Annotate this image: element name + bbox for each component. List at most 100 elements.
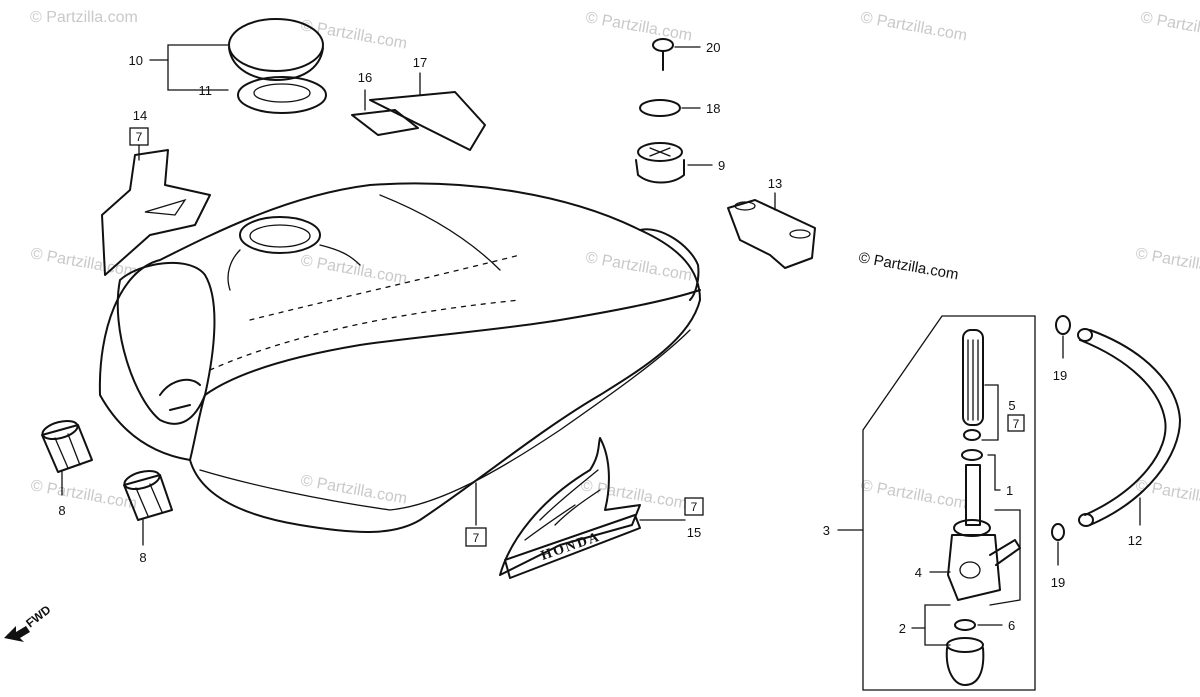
fwd-arrow: FWD	[4, 602, 54, 642]
filler-neck	[239, 216, 321, 254]
side-mark-detail	[144, 198, 187, 216]
callout-8: 8	[139, 550, 146, 565]
oring-1[interactable]	[961, 449, 983, 461]
valve-lever	[989, 539, 1021, 566]
tank-contour	[209, 299, 521, 371]
boxed-ref	[465, 527, 487, 547]
watermark: © Partzilla.com	[859, 9, 968, 44]
watermark: © Partzilla.com	[1134, 245, 1200, 280]
tank-front-cutout	[116, 261, 216, 425]
callout-6: 6	[1008, 618, 1015, 633]
watermark: © Partzilla.com	[1134, 477, 1200, 512]
bolt-head	[652, 38, 674, 52]
callout-18: 18	[706, 101, 720, 116]
fwd-label: FWD	[23, 602, 53, 630]
cap-side	[228, 47, 324, 81]
callout-17: 17	[413, 55, 427, 70]
holder-body	[635, 159, 685, 184]
watermark: © Partzilla.com	[584, 9, 693, 44]
filler-neck-inner	[249, 224, 311, 248]
filler-area-lines	[227, 244, 361, 291]
fuel-tank[interactable]	[98, 182, 701, 533]
tube-inner	[1089, 329, 1181, 526]
watermark: © Partzilla.com	[299, 252, 408, 287]
boxed-ref	[1007, 414, 1025, 432]
callout-8: 8	[58, 503, 65, 518]
gasket-inner	[253, 83, 311, 103]
tank-seam	[189, 289, 701, 461]
cap-top	[228, 18, 324, 72]
tube-clip-top[interactable]	[1055, 315, 1071, 335]
bolt-20[interactable]	[652, 38, 674, 71]
fuel-valve-4[interactable]	[947, 464, 1021, 601]
watermark: © Partzilla.com	[29, 245, 138, 280]
emblem-feathers	[524, 469, 601, 541]
rubber-holder-9[interactable]	[635, 142, 685, 184]
tank-cutout-detail	[159, 378, 201, 411]
cup-top	[946, 637, 984, 653]
cushion-rib	[67, 433, 81, 466]
watermark: © Partzilla.com	[584, 249, 693, 284]
bracket-hole	[734, 201, 756, 211]
cushion-top	[41, 419, 79, 441]
fuel-strainer-5[interactable]	[962, 329, 984, 441]
cushion-rib	[135, 487, 149, 517]
watermark: © Partzilla.com	[579, 477, 688, 512]
cup-oring	[954, 619, 976, 631]
emblem-nameplate	[504, 514, 641, 579]
sediment-cup[interactable]	[945, 619, 985, 686]
watermark: © Partzilla.com	[299, 17, 408, 52]
watermark: © Partzilla.com	[1139, 9, 1200, 44]
decal-16[interactable]	[351, 109, 419, 136]
tube-clip-bottom[interactable]	[1051, 523, 1065, 541]
boxed-ref-text: 7	[691, 500, 698, 514]
cushion-top	[123, 469, 161, 491]
bracket-hole	[789, 229, 811, 239]
tank-contour	[249, 254, 521, 321]
fwd-arrow-icon	[4, 626, 30, 642]
leader-line	[989, 509, 1021, 606]
boxed-ref	[684, 497, 704, 516]
callout-12: 12	[1128, 533, 1142, 548]
tank-outline	[98, 182, 701, 533]
callout-19: 19	[1053, 368, 1067, 383]
washer-18[interactable]	[639, 99, 681, 117]
callout-20: 20	[706, 40, 720, 55]
callout-9: 9	[718, 158, 725, 173]
side-mark-14[interactable]	[101, 149, 211, 276]
tube-end	[1078, 513, 1094, 527]
callout-3: 3	[823, 523, 830, 538]
decal-17[interactable]	[369, 91, 486, 151]
watermark: © Partzilla.com	[30, 9, 138, 26]
callout-15: 15	[687, 525, 701, 540]
boxed-ref-text: 7	[136, 130, 143, 144]
holder-top	[637, 142, 683, 162]
assembly-outline	[862, 315, 1036, 691]
callout-10: 10	[129, 53, 143, 68]
cap-gasket[interactable]	[237, 76, 327, 114]
cushion-body	[41, 424, 93, 473]
watermark: © Partzilla.com	[859, 477, 968, 512]
tank-cushion-front[interactable]	[41, 418, 93, 473]
tank-cushion-rear[interactable]	[123, 468, 173, 521]
tank-rear-lip	[639, 228, 700, 301]
bracket-13[interactable]	[727, 199, 816, 269]
fuel-cap[interactable]	[228, 18, 324, 81]
fuel-tube-12[interactable]	[1077, 328, 1181, 527]
strainer-screen	[962, 329, 984, 426]
cushion-rib	[149, 483, 163, 513]
callout-13: 13	[768, 176, 782, 191]
callout-4: 4	[915, 565, 922, 580]
tank-emblem[interactable]: HONDA	[499, 437, 641, 579]
callout-2: 2	[899, 621, 906, 636]
tube-outer	[1079, 339, 1167, 516]
strainer-oring	[963, 429, 981, 441]
boxed-ref-text: 7	[1013, 417, 1020, 431]
valve-knob	[959, 561, 981, 579]
leader-line	[987, 454, 1001, 491]
emblem-wing	[499, 437, 641, 576]
cushion-rib	[54, 437, 69, 469]
gasket-outer	[237, 76, 327, 114]
callout-11: 11	[199, 83, 213, 98]
